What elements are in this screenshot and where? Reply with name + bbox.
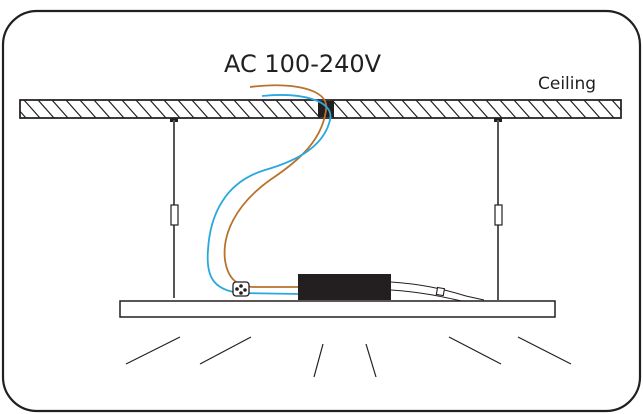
light-ray xyxy=(365,343,377,378)
hatch-line xyxy=(51,100,69,118)
hatch-line xyxy=(401,100,419,118)
left-suspension-cable xyxy=(170,118,179,298)
hatch-line xyxy=(597,100,615,118)
brown-wire xyxy=(223,84,327,288)
hatch-line xyxy=(303,100,321,118)
ceiling-hatching xyxy=(20,100,621,118)
hatch-line xyxy=(20,110,27,118)
hatch-line xyxy=(583,100,601,118)
voltage-label: AC 100-240V xyxy=(224,50,382,78)
left-cable-gripper xyxy=(170,204,179,226)
hatch-line xyxy=(261,100,279,118)
hatch-line xyxy=(513,100,531,118)
hatch-line xyxy=(191,100,209,118)
light-rays xyxy=(125,336,572,378)
hatch-line xyxy=(233,100,251,118)
hatch-line xyxy=(205,100,223,118)
ceiling-slab xyxy=(19,99,622,119)
hatch-line xyxy=(247,100,265,118)
hatch-line xyxy=(345,100,363,118)
hatch-line xyxy=(289,100,307,118)
led-driver-box xyxy=(298,274,391,300)
light-ray xyxy=(448,336,502,365)
terminal-block-connector xyxy=(232,281,250,297)
hatch-line xyxy=(457,100,475,118)
hatch-line xyxy=(471,100,489,118)
hatch-line xyxy=(443,100,461,118)
light-ray xyxy=(313,343,324,378)
hatch-line xyxy=(93,100,111,118)
hatch-line xyxy=(135,100,153,118)
light-ray xyxy=(517,336,572,365)
hatch-line xyxy=(23,100,41,118)
hatch-line xyxy=(121,100,139,118)
hatch-line xyxy=(107,100,125,118)
right-suspension-cable xyxy=(494,118,503,300)
hatch-line xyxy=(429,100,447,118)
hatch-line xyxy=(79,100,97,118)
led-panel-light xyxy=(119,300,556,318)
hatch-line xyxy=(275,100,293,118)
hatch-line xyxy=(485,100,503,118)
light-ray xyxy=(125,336,181,365)
hatch-line xyxy=(569,100,587,118)
hatch-line xyxy=(331,100,349,118)
light-ray xyxy=(199,336,252,365)
hatch-line xyxy=(359,100,377,118)
hatch-line xyxy=(177,100,195,118)
hatch-line xyxy=(373,100,391,118)
blue-wire xyxy=(206,94,332,295)
hatch-line xyxy=(415,100,433,118)
hatch-line xyxy=(149,100,167,118)
hatch-line xyxy=(65,100,83,118)
driver-output-cable xyxy=(390,281,485,304)
hatch-line xyxy=(541,100,559,118)
right-cable-gripper xyxy=(494,204,503,226)
ceiling-label: Ceiling xyxy=(538,74,596,94)
hatch-line xyxy=(611,100,621,112)
hatch-line xyxy=(387,100,405,118)
hatch-line xyxy=(555,100,573,118)
hatch-line xyxy=(499,100,517,118)
hatch-line xyxy=(527,100,545,118)
diagram-frame xyxy=(1,9,642,413)
hatch-line xyxy=(219,100,237,118)
hatch-line xyxy=(37,100,55,118)
hatch-line xyxy=(163,100,181,118)
